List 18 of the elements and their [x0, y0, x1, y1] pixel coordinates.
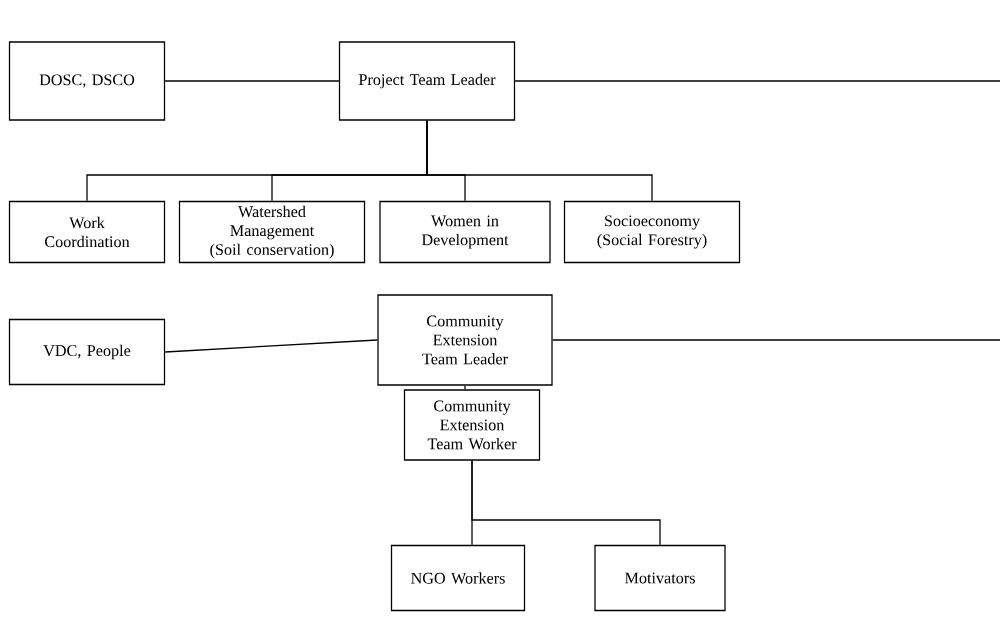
connector-line — [426, 120, 653, 202]
org-box: DOSC, DSCO — [8, 41, 166, 121]
org-box: Community Extension Team Worker — [403, 389, 541, 461]
org-box: VDC, People — [8, 318, 166, 386]
org-box: Women in Development — [379, 200, 551, 264]
org-box: Project Team Leader — [338, 41, 516, 121]
org-box: Community Extension Team Leader — [377, 294, 553, 386]
connector-line — [471, 460, 661, 546]
connector-line — [164, 339, 378, 353]
connector-line — [464, 385, 466, 390]
connector-line — [552, 339, 1001, 341]
org-box: NGO Workers — [390, 544, 526, 612]
connector-line — [514, 80, 1001, 82]
connector-line — [164, 80, 340, 82]
org-box: Motivators — [594, 544, 726, 612]
org-box: Socioeconomy (Social Forestry) — [563, 200, 741, 264]
org-box: Work Coordination — [8, 200, 166, 264]
org-box: Watershed Management (Soil conservation) — [178, 200, 366, 264]
